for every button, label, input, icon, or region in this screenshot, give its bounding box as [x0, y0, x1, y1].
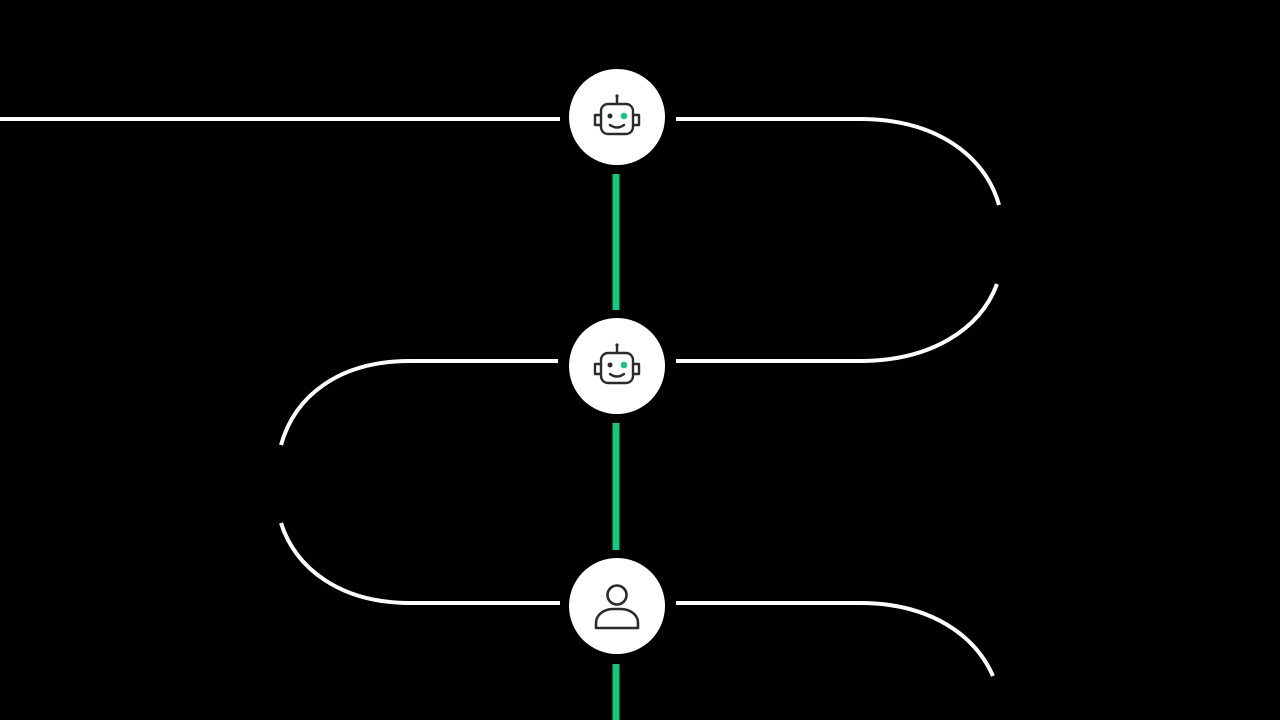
path-left-bottom-loop: [279, 522, 560, 605]
node-robot-top[interactable]: [569, 69, 665, 165]
robot-icon: [593, 343, 641, 385]
node-robot-middle[interactable]: [569, 318, 665, 414]
node-user-bottom[interactable]: [569, 558, 665, 654]
path-left-mid-loop: [279, 359, 558, 446]
path-right-bottom: [676, 601, 995, 677]
path-right-top-loop: [676, 117, 1001, 206]
robot-icon: [593, 94, 641, 136]
user-icon: [594, 584, 640, 630]
path-right-mid-loop: [676, 283, 999, 363]
